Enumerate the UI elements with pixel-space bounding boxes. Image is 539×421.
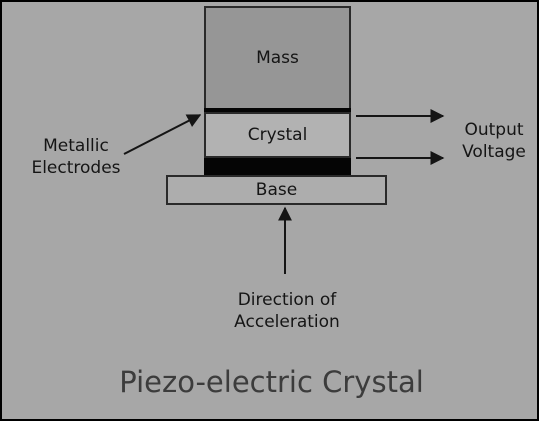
output-label-line-2: Voltage xyxy=(462,142,526,162)
bottom-electrode xyxy=(204,158,351,175)
crystal-label: Crystal xyxy=(247,125,308,145)
base-label: Base xyxy=(255,180,298,200)
top-electrode xyxy=(204,108,351,114)
output-label-line-1: Output xyxy=(464,120,524,140)
direction-label-line-2: Acceleration xyxy=(234,312,340,332)
diagram-caption: Piezo-electric Crystal xyxy=(119,365,424,399)
crystal-block: Crystal xyxy=(204,112,351,158)
direction-label-line-1: Direction of xyxy=(237,290,337,310)
electrode-pointer-arrow xyxy=(123,114,202,155)
electrodes-label-line-1: Metallic xyxy=(43,136,109,156)
electrodes-label-line-2: Electrodes xyxy=(31,158,121,178)
electrodes-label: Metallic Electrodes xyxy=(24,135,128,179)
mass-block: Mass xyxy=(204,6,351,110)
output-label: Output Voltage xyxy=(452,119,536,163)
direction-label: Direction of Acceleration xyxy=(212,289,362,333)
mass-label: Mass xyxy=(256,48,299,68)
base-block: Base xyxy=(166,175,387,205)
